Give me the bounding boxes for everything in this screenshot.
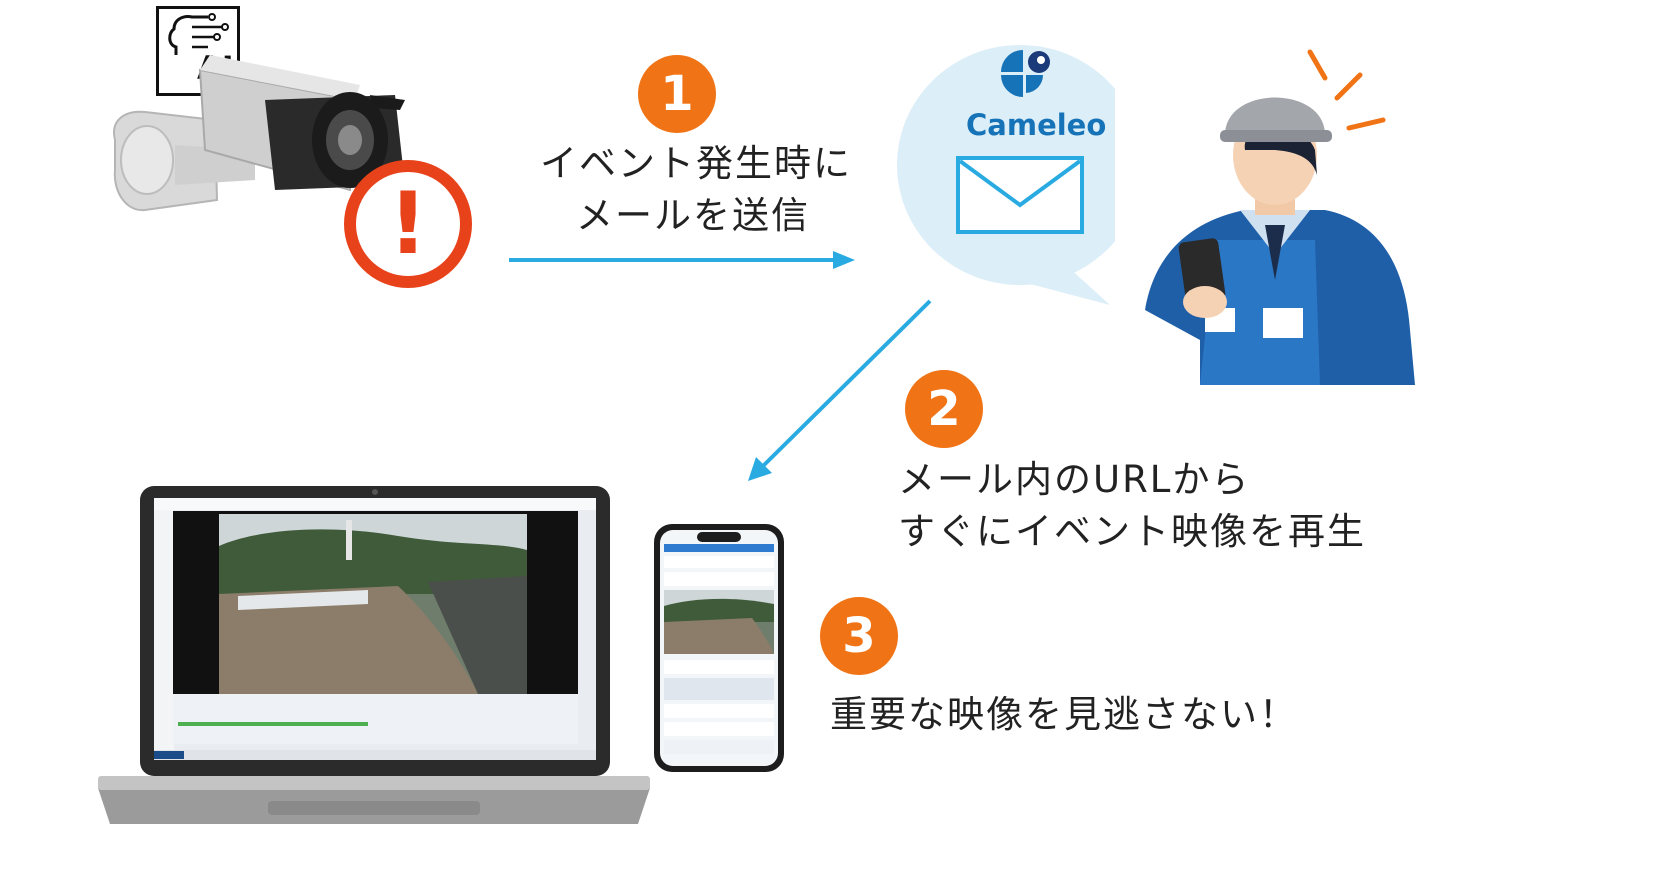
play-arrow bbox=[748, 299, 932, 481]
cameleo-label: Cameleo bbox=[966, 108, 1107, 142]
alert-icon: ! bbox=[344, 160, 472, 288]
step-1-caption-line-1: イベント発生時に bbox=[540, 142, 852, 185]
mail-icon bbox=[956, 156, 1084, 234]
worker-with-phone-icon bbox=[1145, 49, 1415, 385]
send-arrow bbox=[509, 251, 855, 269]
step-1-caption-line-2: メールを送信 bbox=[576, 194, 810, 237]
ai-brain-icon bbox=[168, 13, 229, 55]
laptop-icon bbox=[98, 486, 650, 824]
step-2-badge: 2 bbox=[905, 370, 983, 448]
cameleo-logo-icon bbox=[1001, 50, 1050, 97]
step-2-caption-line-2: すぐにイベント映像を再生 bbox=[898, 510, 1366, 553]
step-1-badge: 1 bbox=[638, 55, 716, 133]
step-3-badge: 3 bbox=[820, 597, 898, 675]
alert-symbol: ! bbox=[388, 174, 428, 274]
step-2-caption-line-1: メール内のURLから bbox=[898, 458, 1251, 501]
step-3-caption: 重要な映像を見逃さない！ bbox=[830, 693, 1298, 736]
security-camera-icon bbox=[113, 55, 405, 212]
smartphone-icon bbox=[654, 524, 784, 772]
